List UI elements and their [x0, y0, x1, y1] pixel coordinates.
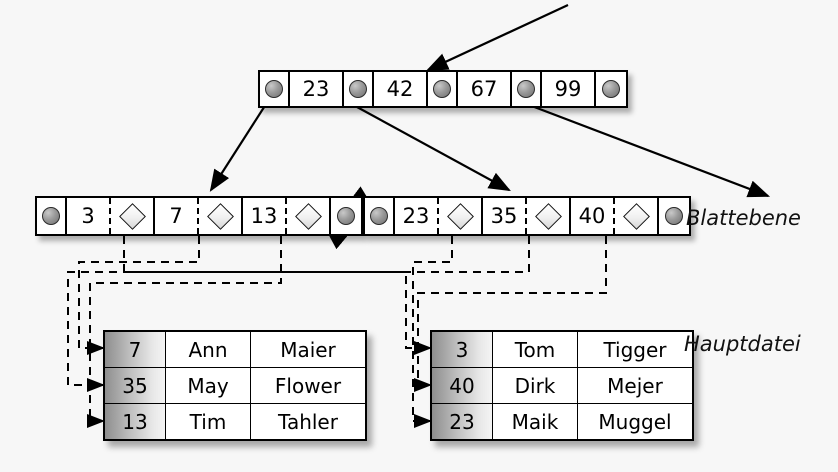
leaf-right-prev-pointer[interactable]: [365, 198, 395, 234]
bead-pointer-icon: [602, 80, 620, 98]
diamond-pointer-icon: [446, 202, 474, 230]
root-key-0[interactable]: 23: [290, 72, 344, 106]
data-table-left[interactable]: 7 Ann Maier 35 May Flower 13 Tim Tahler: [103, 330, 367, 441]
table-row[interactable]: 23 Maik Muggel: [430, 403, 694, 441]
row-last-name: Muggel: [577, 403, 694, 441]
leaf-right-dataptr-2[interactable]: [615, 198, 657, 234]
row-last-name: Mejer: [577, 367, 694, 404]
row-id: 3: [430, 330, 493, 368]
leaf-left-next-pointer[interactable]: [331, 198, 361, 234]
row-first-name: Maik: [492, 403, 578, 441]
row-first-name: May: [165, 367, 251, 404]
diamond-pointer-icon: [294, 202, 322, 230]
table-row[interactable]: 13 Tim Tahler: [103, 403, 367, 441]
root-pointer-0[interactable]: [260, 72, 290, 106]
root-pointer-1[interactable]: [344, 72, 374, 106]
row-id: 40: [430, 367, 493, 404]
bead-pointer-icon: [337, 207, 355, 225]
bead-pointer-icon: [517, 80, 535, 98]
diamond-pointer-icon: [206, 202, 234, 230]
bead-pointer-icon: [42, 207, 60, 225]
leaf-left-entry-2[interactable]: 13: [243, 198, 331, 234]
root-pointer-4[interactable]: [596, 72, 626, 106]
label-hauptdatei: Hauptdatei: [684, 332, 801, 356]
row-first-name: Tom: [492, 330, 578, 368]
bead-pointer-icon: [265, 80, 283, 98]
root-key-2[interactable]: 67: [458, 72, 512, 106]
row-first-name: Tim: [165, 403, 251, 441]
leaf-node-left[interactable]: 3 7 13: [35, 196, 363, 236]
leaf-right-key-2: 40: [571, 198, 615, 234]
bead-pointer-icon: [665, 207, 683, 225]
leaf-right-entry-2[interactable]: 40: [571, 198, 659, 234]
leaf-right-dataptr-1[interactable]: [527, 198, 569, 234]
leaf-right-key-1: 35: [483, 198, 527, 234]
root-key-1[interactable]: 42: [374, 72, 428, 106]
leaf-left-key-0: 3: [67, 198, 111, 234]
leaf-right-dataptr-0[interactable]: [439, 198, 481, 234]
leaf-left-dataptr-0[interactable]: [111, 198, 153, 234]
root-pointer-2[interactable]: [428, 72, 458, 106]
leaf-right-next-pointer[interactable]: [659, 198, 689, 234]
link-leafkey-40-to-row-40: [414, 236, 607, 392]
row-id: 13: [103, 403, 166, 441]
leaf-left-entry-0[interactable]: 3: [67, 198, 155, 234]
label-blattebene: Blattebene: [686, 206, 801, 230]
row-last-name: Maier: [250, 330, 367, 368]
root-index-node[interactable]: 23 42 67 99: [258, 70, 628, 108]
leaf-left-entry-1[interactable]: 7: [155, 198, 243, 234]
leaf-left-dataptr-2[interactable]: [287, 198, 329, 234]
root-key-3[interactable]: 99: [542, 72, 596, 106]
link-leafkey-35-to-row-35: [67, 236, 530, 392]
leaf-left-dataptr-1[interactable]: [199, 198, 241, 234]
leaf-left-key-1: 7: [155, 198, 199, 234]
diamond-pointer-icon: [118, 202, 146, 230]
diamond-pointer-icon: [622, 202, 650, 230]
row-last-name: Tahler: [250, 403, 367, 441]
row-last-name: Flower: [250, 367, 367, 404]
arrow-root-to-right-leaf: [345, 100, 511, 192]
link-leafkey-7-to-row-7: [78, 236, 200, 355]
bead-pointer-icon: [433, 80, 451, 98]
leaf-left-key-2: 13: [243, 198, 287, 234]
leaf-left-prev-pointer[interactable]: [37, 198, 67, 234]
link-leafkey-13-to-row-13: [87, 236, 282, 428]
leaf-right-entry-1[interactable]: 35: [483, 198, 571, 234]
table-row[interactable]: 35 May Flower: [103, 367, 367, 404]
row-id: 23: [430, 403, 493, 441]
root-pointer-3[interactable]: [512, 72, 542, 106]
arrow-root-to-lower-right: [515, 98, 771, 198]
bead-pointer-icon: [370, 207, 388, 225]
row-first-name: Ann: [165, 330, 251, 368]
table-row[interactable]: 7 Ann Maier: [103, 330, 367, 368]
row-last-name: Tigger: [577, 330, 694, 368]
link-leafkey-23-to-row-23: [412, 236, 453, 428]
bead-pointer-icon: [349, 80, 367, 98]
leaf-right-key-0: 23: [395, 198, 439, 234]
diamond-pointer-icon: [534, 202, 562, 230]
table-row[interactable]: 3 Tom Tigger: [430, 330, 694, 368]
data-table-right[interactable]: 3 Tom Tigger 40 Dirk Mejer 23 Maik Mugge…: [430, 330, 694, 441]
leaf-node-right[interactable]: 23 35 40: [363, 196, 691, 236]
arrow-into-root: [426, 4, 569, 71]
arrow-root-to-left-leaf: [209, 100, 269, 192]
row-first-name: Dirk: [492, 367, 578, 404]
table-row[interactable]: 40 Dirk Mejer: [430, 367, 694, 404]
row-id: 35: [103, 367, 166, 404]
row-id: 7: [103, 330, 166, 368]
leaf-right-entry-0[interactable]: 23: [395, 198, 483, 234]
